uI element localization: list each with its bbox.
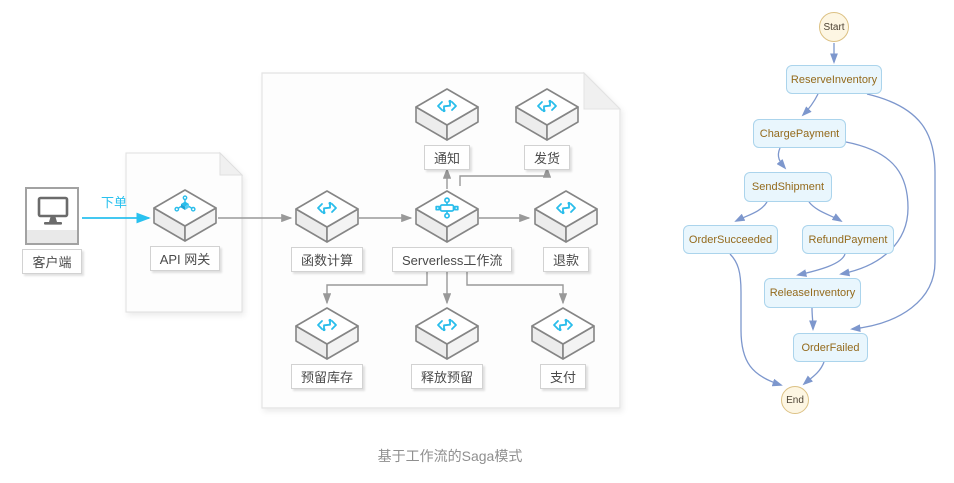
monitor-icon	[37, 196, 69, 225]
architecture-edges	[82, 166, 568, 305]
flow-release-inventory: ReleaseInventory	[764, 278, 861, 308]
edge-reserveinventory-orderfailed	[850, 93, 936, 332]
workflow-label: Serverless工作流	[392, 247, 513, 272]
edge-workflow-to-pay	[466, 269, 568, 305]
order-arrow-label: 下单	[100, 195, 127, 210]
flow-order-failed: OrderFailed	[793, 333, 868, 362]
node-refund: 退款	[511, 190, 621, 272]
edge-orderfailed-end	[802, 361, 825, 386]
node-api-gateway: API 网关	[130, 189, 240, 271]
node-function-compute: 函数计算	[272, 190, 382, 272]
edge-releaseinventory-orderfailed	[809, 307, 817, 331]
edge-workflow-to-reserve	[322, 269, 428, 305]
node-release-reservation: 释放预留	[392, 307, 502, 389]
release-reservation-label: 释放预留	[410, 364, 483, 389]
hexagon-shape	[534, 190, 598, 243]
refund-label: 退款	[542, 247, 589, 272]
hexagon-shape	[153, 189, 217, 242]
flow-order-succeeded: OrderSucceeded	[683, 225, 778, 254]
node-ship: 发货	[492, 88, 602, 170]
flow-refund-payment: RefundPayment	[802, 225, 894, 254]
node-reserve-inventory: 预留库存	[272, 307, 382, 389]
ship-label: 发货	[523, 145, 570, 170]
edge-chargepayment-releaseinventory	[839, 141, 909, 277]
flow-reserve-inventory: ReserveInventory	[786, 65, 882, 94]
reserve-inventory-label: 预留库存	[290, 364, 363, 389]
hexagon-shape	[415, 307, 479, 360]
node-notify: 通知	[392, 88, 502, 170]
edge-sendshipment-ordersucceeded	[734, 201, 768, 222]
edge-workflow-to-ship	[459, 166, 552, 186]
edge-sendshipment-refundpayment	[808, 201, 843, 223]
hexagon-shape	[295, 307, 359, 360]
flow-send-shipment: SendShipment	[744, 172, 832, 202]
flow-start: Start	[819, 12, 849, 42]
flowchart-edges	[729, 43, 936, 387]
hexagon-shape	[295, 190, 359, 243]
edge-chargepayment-sendshipment	[776, 147, 787, 170]
hexagon-shape	[415, 88, 479, 141]
hexagon-shape	[415, 190, 479, 243]
flow-end: End	[781, 386, 809, 414]
edge-ordersucceeded-end	[729, 253, 783, 387]
client-box-base	[27, 230, 77, 243]
client-label: 客户端	[22, 249, 82, 274]
api-gateway-label: API 网关	[149, 246, 221, 271]
pay-label: 支付	[539, 364, 586, 389]
node-serverless-workflow: Serverless工作流	[392, 190, 513, 272]
flow-charge-payment: ChargePayment	[753, 119, 846, 148]
client-node: 客户端	[0, 246, 104, 274]
edge-refundpayment-releaseinventory	[796, 253, 846, 277]
edge-reserveinventory-chargepayment	[801, 93, 819, 117]
hexagon-shape	[531, 307, 595, 360]
node-pay: 支付	[508, 307, 618, 389]
client-device	[25, 187, 79, 245]
figure-caption: 基于工作流的Saga模式	[377, 448, 523, 464]
hexagon-shape	[515, 88, 579, 141]
notify-label: 通知	[423, 145, 470, 170]
function-compute-label: 函数计算	[290, 247, 363, 272]
